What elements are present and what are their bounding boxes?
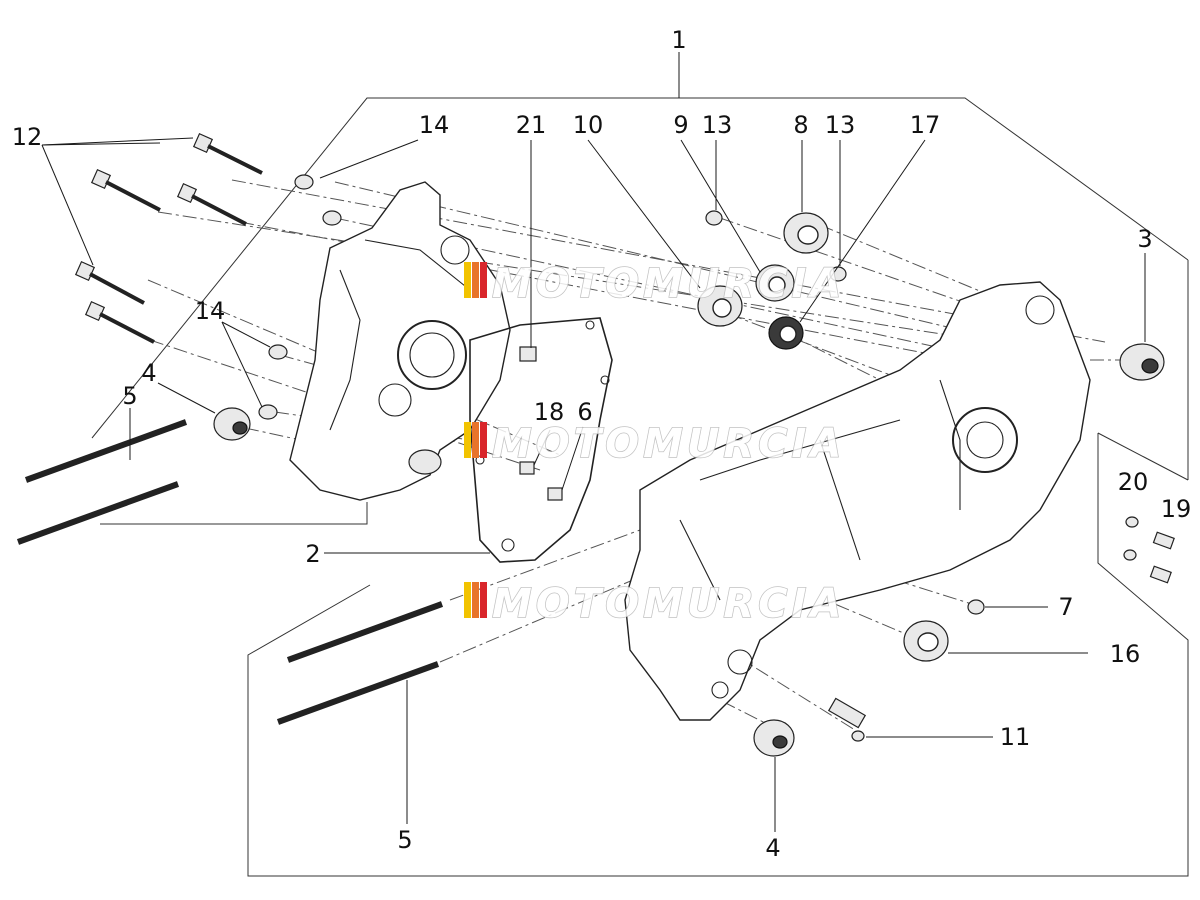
callout-20: 20 bbox=[1118, 468, 1149, 496]
watermark-text: MOTOMURCIA bbox=[492, 421, 845, 467]
bushing-7 bbox=[967, 599, 985, 615]
callout-5-bottom: 5 bbox=[397, 826, 412, 854]
watermark-stripe-yellow bbox=[464, 422, 471, 458]
callout-13-right: 13 bbox=[825, 111, 856, 139]
watermark-stripe-red bbox=[480, 262, 487, 298]
bushing-13a bbox=[705, 210, 723, 226]
watermark-text: MOTOMURCIA bbox=[492, 581, 845, 627]
callout-2: 2 bbox=[305, 540, 320, 568]
callout-numbers: 1 2 3 4 4 5 5 6 7 8 9 10 11 12 13 13 14 … bbox=[12, 26, 1192, 862]
callout-4-left: 4 bbox=[141, 359, 156, 387]
bearing-9 bbox=[755, 264, 795, 302]
dowels-14 bbox=[258, 174, 342, 420]
callout-6: 6 bbox=[577, 398, 592, 426]
callout-1: 1 bbox=[671, 26, 686, 54]
callout-4-bottom: 4 bbox=[765, 834, 780, 862]
callout-14-mid: 14 bbox=[195, 297, 226, 325]
watermark-stripe-red bbox=[480, 582, 487, 618]
bolt-12-a bbox=[192, 132, 263, 175]
watermark-stripe-yellow bbox=[464, 262, 471, 298]
oil-seal-17 bbox=[768, 316, 804, 350]
callout-10: 10 bbox=[573, 111, 604, 139]
callout-13-left: 13 bbox=[702, 111, 733, 139]
callout-7: 7 bbox=[1058, 593, 1073, 621]
callout-9: 9 bbox=[673, 111, 688, 139]
oil-seal-16 bbox=[903, 620, 949, 662]
silent-block-4b bbox=[753, 719, 795, 757]
bolts-12 bbox=[74, 132, 263, 344]
watermark-top: MOTOMURCIA bbox=[464, 260, 845, 308]
bolt-12-d bbox=[74, 260, 145, 305]
watermark-stripe-orange bbox=[472, 582, 479, 618]
callout-18: 18 bbox=[534, 398, 565, 426]
callout-19: 19 bbox=[1161, 495, 1192, 523]
callout-14-top: 14 bbox=[419, 111, 450, 139]
watermark-stripe-orange bbox=[472, 262, 479, 298]
silent-block-3 bbox=[1119, 343, 1165, 381]
gasket-2 bbox=[469, 317, 613, 563]
bolt-12-c bbox=[176, 182, 247, 226]
watermark-stripe-yellow bbox=[464, 582, 471, 618]
bolt-12-b bbox=[90, 168, 161, 212]
callout-16: 16 bbox=[1110, 640, 1141, 668]
leader-lines bbox=[41, 52, 1146, 832]
oil-seal-10 bbox=[697, 285, 743, 327]
callout-17: 17 bbox=[910, 111, 941, 139]
callout-12: 12 bbox=[12, 123, 43, 151]
watermark-stripe-red bbox=[480, 422, 487, 458]
washer-20 bbox=[1123, 516, 1139, 561]
callout-11: 11 bbox=[1000, 723, 1031, 751]
assembly-frame bbox=[91, 97, 1189, 877]
watermark-middle: MOTOMURCIA bbox=[464, 420, 845, 468]
callout-5-left: 5 bbox=[122, 382, 137, 410]
bolt-12-e bbox=[84, 300, 155, 344]
crankcase-right-half bbox=[624, 281, 1091, 721]
callout-8: 8 bbox=[793, 111, 808, 139]
watermark-bottom: MOTOMURCIA bbox=[464, 580, 845, 628]
callout-21: 21 bbox=[516, 111, 547, 139]
watermark-text: MOTOMURCIA bbox=[492, 261, 845, 307]
studs-5 bbox=[16, 419, 444, 725]
bearing-8 bbox=[783, 212, 829, 254]
callout-3: 3 bbox=[1137, 225, 1152, 253]
silent-block-4a bbox=[213, 407, 251, 441]
pin-11 bbox=[827, 697, 867, 742]
watermark-stripe-orange bbox=[472, 422, 479, 458]
screw-19 bbox=[1149, 531, 1175, 584]
